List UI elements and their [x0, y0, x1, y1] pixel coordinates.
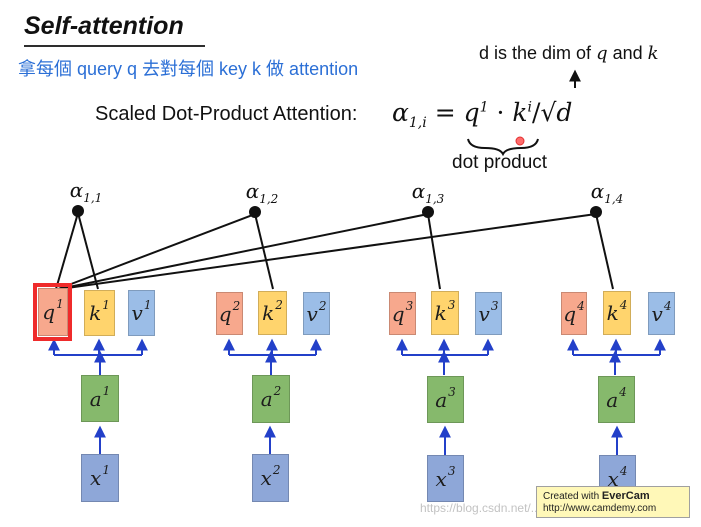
formula-d: d — [556, 98, 573, 127]
evercam-url: http://www.camdemy.com — [543, 502, 657, 514]
cursor-dot — [515, 136, 525, 146]
formula-lhs: α — [392, 98, 409, 127]
formula-division: /√ — [532, 98, 557, 127]
evercam-line-1: Created with EverCam — [543, 490, 650, 502]
alpha-label-1: α1,1 — [69, 178, 103, 205]
alpha-label-3: α1,3 — [411, 179, 445, 206]
dimension-note-k: k — [647, 43, 659, 64]
evercam-badge: Created with EverCam http://www.camdemy.… — [536, 486, 690, 518]
query-highlight-frame — [33, 283, 72, 341]
alpha-label-2: α1,2 — [245, 179, 279, 206]
dot-product-label: dot product — [452, 152, 548, 173]
subtitle: 拿每個 query q 去對每個 key k 做 attention — [18, 59, 359, 79]
dimension-note: d is the dim of q and k — [479, 44, 659, 63]
page-title: Self-attention — [24, 12, 184, 40]
formula-lhs-sub: 1,i — [408, 115, 427, 131]
site-watermark: https://blog.csdn.net/... — [420, 501, 541, 515]
alpha-node-2 — [249, 206, 261, 218]
alpha-node-3 — [422, 206, 434, 218]
title-underline — [24, 45, 205, 47]
formula-q-sup: 1 — [479, 99, 489, 116]
attention-formula: α1,i = q1 · ki/√d — [392, 98, 573, 131]
dimension-note-prefix: d is the dim of — [479, 43, 597, 63]
formula-dot: · — [496, 98, 505, 127]
attention-score-lines — [55, 212, 614, 290]
formula-k-sup: i — [527, 99, 533, 116]
attention-score-nodes — [72, 205, 602, 218]
formula-label: Scaled Dot-Product Attention: — [95, 103, 358, 125]
dimension-note-and: and — [607, 43, 648, 63]
alpha-label-4: α1,4 — [590, 179, 624, 206]
alpha-node-4 — [590, 206, 602, 218]
projection-connectors — [48, 338, 666, 455]
formula-q: q — [463, 98, 480, 127]
dimension-note-q: q — [596, 43, 608, 64]
formula-k: k — [512, 98, 528, 127]
alpha-node-1 — [72, 205, 84, 217]
